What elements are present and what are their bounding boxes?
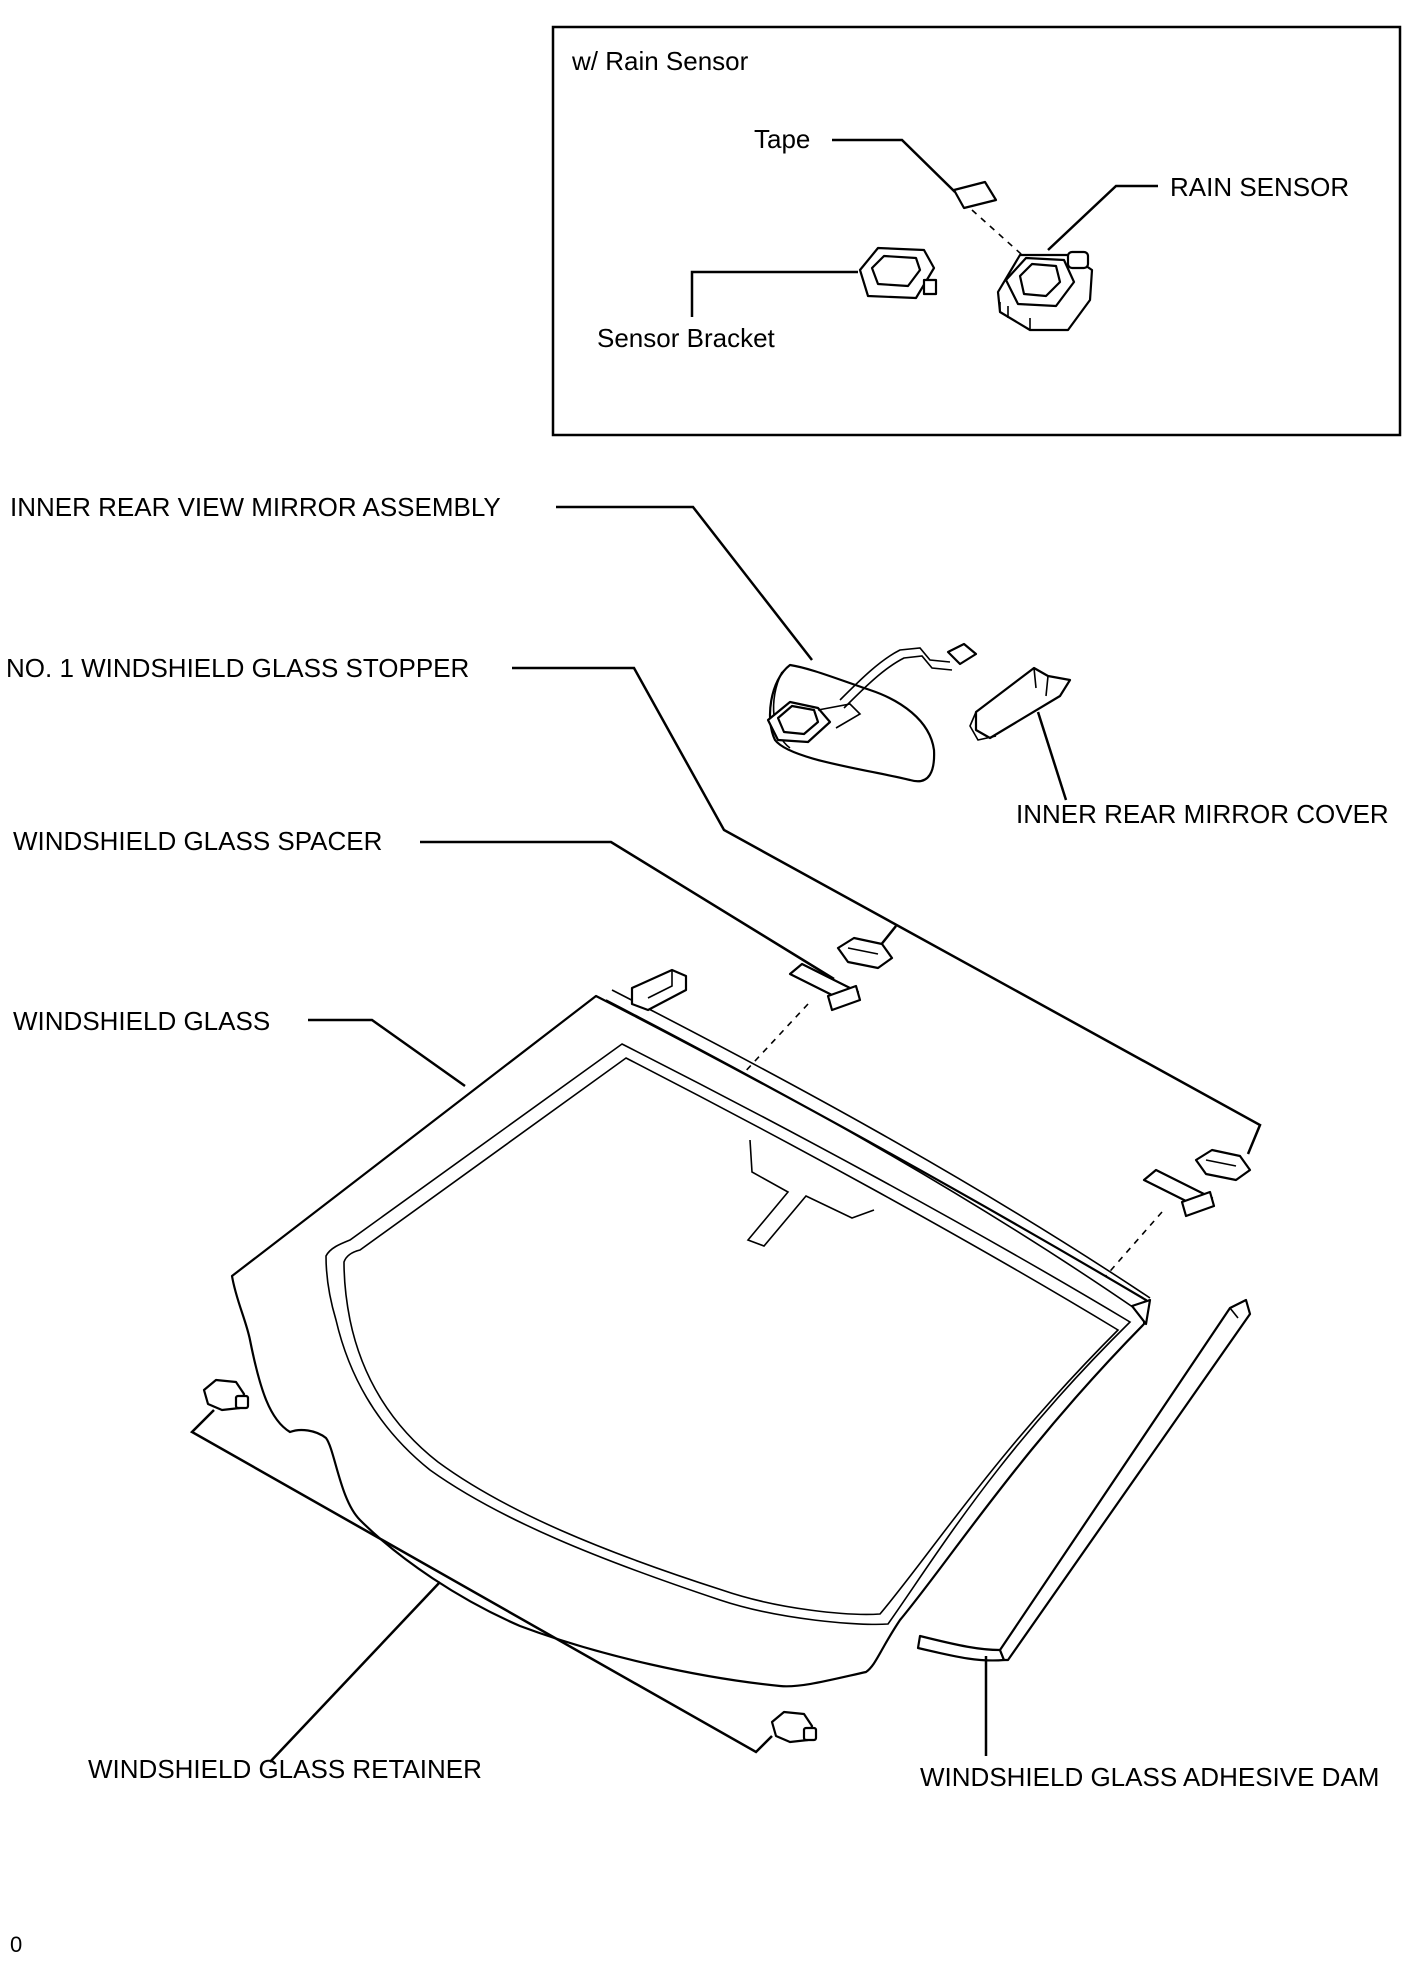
windshield-glass-retainer-leader [269, 1581, 441, 1763]
windshield-glass-spacer-leader [420, 840, 835, 981]
tape-part [952, 180, 998, 210]
rain-sensor-inset: w/ Rain Sensor Tape RAIN SENSOR Sensor B… [551, 25, 1402, 437]
windshield-glass-retainer-label: WINDSHIELD GLASS RETAINER [88, 1754, 482, 1784]
no1-windshield-glass-stopper-label: NO. 1 WINDSHIELD GLASS STOPPER [6, 653, 469, 683]
tape-dashed-line [971, 209, 1031, 263]
inner-rear-mirror-cover-leader [1036, 711, 1068, 801]
no1-windshield-glass-stopper-part-2 [1194, 1148, 1252, 1182]
inner-rear-mirror-cover-label: INNER REAR MIRROR COVER [1016, 799, 1389, 829]
inner-rear-mirror-cover-part [969, 666, 1072, 741]
windshield-glass-adhesive-dam-part [916, 1298, 1252, 1662]
inset-frame [551, 25, 1402, 437]
sensor-bracket-leader [690, 270, 858, 317]
rain-sensor-label: RAIN SENSOR [1170, 172, 1349, 202]
windshield-glass-leader [308, 1018, 466, 1088]
no1-windshield-glass-stopper-part-1 [836, 936, 894, 970]
inset-title: w/ Rain Sensor [571, 46, 749, 76]
windshield-glass-spacer-part-2 [1142, 1168, 1216, 1218]
rain-sensor-leader [1047, 184, 1158, 251]
footer-code: 0 [10, 1932, 22, 1957]
windshield-glass-part [230, 968, 1152, 1688]
tape-leader [832, 138, 956, 193]
inner-rear-view-mirror-assembly-leader [556, 505, 813, 661]
sensor-bracket-label: Sensor Bracket [597, 323, 776, 353]
sensor-bracket-part [858, 246, 938, 300]
windshield-glass-spacer-part-1 [788, 962, 862, 1012]
inner-rear-view-mirror-part [766, 642, 978, 783]
no1-windshield-glass-stopper-leader [512, 666, 1262, 1155]
tape-label: Tape [754, 124, 810, 154]
windshield-glass-label: WINDSHIELD GLASS [13, 1006, 270, 1036]
windshield-glass-retainer-part-2 [770, 1710, 818, 1744]
windshield-glass-retainer-part-1 [202, 1378, 250, 1412]
stopper-connector-left [879, 925, 897, 947]
windshield-glass-spacer-label: WINDSHIELD GLASS SPACER [13, 826, 382, 856]
rain-sensor-part [996, 250, 1094, 332]
windshield-glass-retainer-leader-frame [189, 1409, 773, 1754]
windshield-glass-adhesive-dam-label: WINDSHIELD GLASS ADHESIVE DAM [920, 1762, 1379, 1792]
inner-rear-view-mirror-assembly-label: INNER REAR VIEW MIRROR ASSEMBLY [10, 492, 501, 522]
